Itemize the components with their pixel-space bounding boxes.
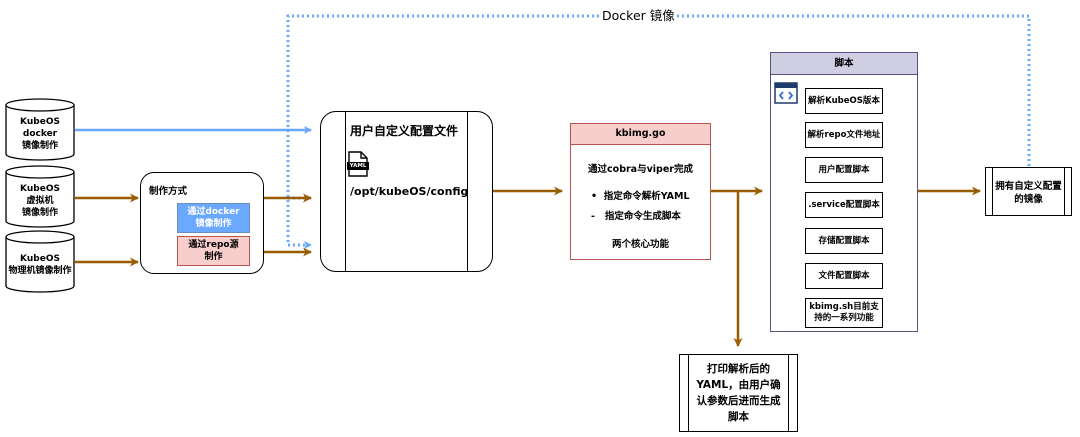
code-icon <box>774 82 798 104</box>
script-item-storage-config: 存储配置脚本 <box>805 228 883 254</box>
kbimg-footer: 两个核心功能 <box>611 239 669 250</box>
bullet-dash: - <box>591 211 605 222</box>
script-item-service-config: .service配置脚本 <box>805 192 883 218</box>
config-title: 用户自定义配置文件 <box>350 124 459 138</box>
script-item-user-config: 用户配置脚本 <box>805 157 883 183</box>
yaml-icon-text: YAML <box>349 163 367 169</box>
option-docker-line-2: 镜像制作 <box>195 219 232 229</box>
kbimg-box: kbimg.go 通过cobra与viper完成 • 指定命令解析YAML - … <box>570 123 711 260</box>
build-method-box: 制作方式 通过docker 镜像制作 通过repo源 制作 <box>140 172 264 274</box>
config-right-divider <box>467 112 468 271</box>
kbimg-bullet-1: • 指定命令解析YAML <box>591 188 690 202</box>
source-vm-line-2: 虚拟机 <box>26 196 54 206</box>
docker-image-edge-label: Docker 镜像 <box>600 8 677 24</box>
option-repo-line-1: 通过repo源 <box>188 240 239 250</box>
script-item-kbimg-features: kbimg.sh目前支持的一系列功能 <box>805 298 883 328</box>
yaml-file-icon: YAML <box>347 151 369 177</box>
source-docker-line-2: docker <box>22 129 58 139</box>
source-vm-line-1: KubeOS <box>20 184 60 194</box>
source-docker-line-1: KubeOS <box>20 117 60 127</box>
script-item-parse-repo: 解析repo文件地址 <box>805 122 883 148</box>
output-image-line-2: 的镜像 <box>1014 194 1043 205</box>
docker-image-dotted-path <box>286 14 1031 249</box>
option-docker: 通过docker 镜像制作 <box>177 203 250 233</box>
scripts-header: 脚本 <box>771 53 917 75</box>
kbimg-header: kbimg.go <box>571 124 710 145</box>
output-left-bar <box>992 168 993 215</box>
config-file-box: 用户自定义配置文件 YAML /opt/kubeOS/config <box>320 111 493 272</box>
source-physical-line-2: 物理机镜像制作 <box>8 266 72 276</box>
output-image-box: 拥有自定义配置 的镜像 <box>985 167 1072 216</box>
build-method-title: 制作方式 <box>149 186 188 197</box>
bullet-dot: • <box>591 191 604 202</box>
note-left-bar <box>688 355 689 431</box>
source-docker-line-3: 镜像制作 <box>21 141 58 151</box>
scripts-title: 脚本 <box>834 58 854 69</box>
script-item-parse-version: 解析KubeOS版本 <box>805 88 883 114</box>
script-item-file-config: 文件配置脚本 <box>805 263 883 289</box>
source-physical-line-1: KubeOS <box>20 254 60 264</box>
source-vm-line-3: 镜像制作 <box>21 208 58 218</box>
note-line-4: 脚本 <box>728 411 749 423</box>
output-right-bar <box>1064 168 1065 215</box>
kbimg-desc: 通过cobra与viper完成 <box>588 164 693 175</box>
note-line-1: 打印解析后的 <box>707 363 770 375</box>
config-left-divider <box>345 112 346 271</box>
kbimg-bullet-2-text: 指定命令生成脚本 <box>604 211 681 222</box>
option-repo-line-2: 制作 <box>204 252 223 262</box>
output-image-line-1: 拥有自定义配置 <box>995 181 1062 192</box>
config-path: /opt/kubeOS/config <box>350 185 469 198</box>
kbimg-bullet-2: - 指定命令生成脚本 <box>591 208 681 222</box>
option-docker-line-1: 通过docker <box>187 207 240 217</box>
note-right-bar <box>788 355 789 431</box>
note-line-3: 认参数后进而生成 <box>696 395 781 407</box>
kbimg-title: kbimg.go <box>615 128 666 139</box>
print-yaml-note-box: 打印解析后的 YAML，由用户确 认参数后进而生成 脚本 <box>679 354 798 432</box>
note-line-2: YAML，由用户确 <box>696 379 781 391</box>
option-repo: 通过repo源 制作 <box>177 236 250 266</box>
kbimg-bullet-1-text: 指定命令解析YAML <box>603 191 690 202</box>
